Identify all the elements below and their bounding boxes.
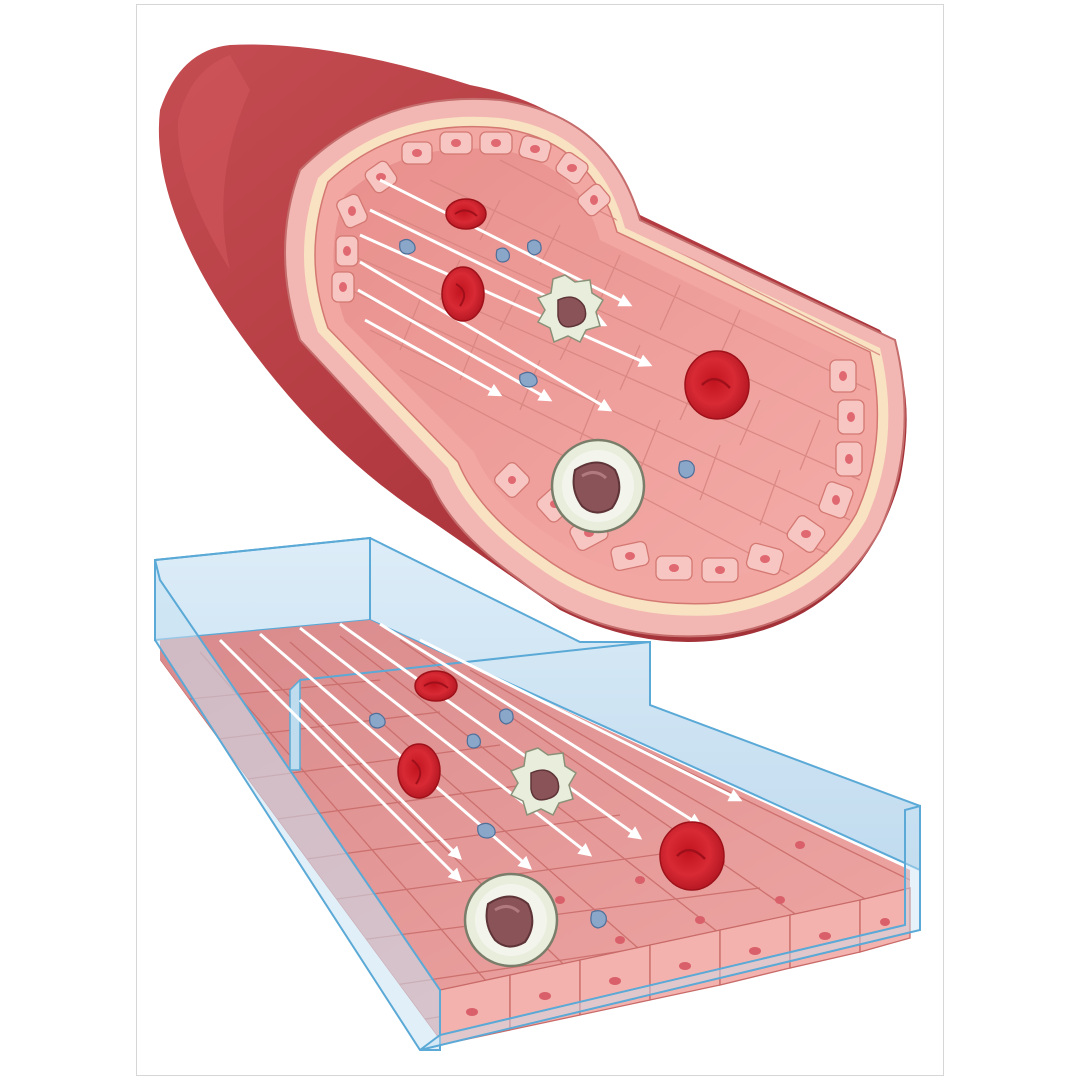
vessel-platelets [399, 238, 695, 479]
channel-red-blood-cell [414, 670, 458, 702]
channel-back-wall [154, 536, 921, 872]
microfluidic-channel [154, 536, 921, 1051]
vessel-red-blood-cell [684, 350, 750, 420]
channel-cell-nuclei [466, 841, 890, 1016]
vessel-red-blood-cell [445, 198, 487, 230]
channel-red-blood-cell [659, 821, 725, 891]
channel-left-wall [154, 559, 441, 1051]
channel-white-blood-cell-spiky [509, 747, 578, 817]
blood-vessel [158, 44, 907, 642]
channel-divider-wall [289, 678, 301, 771]
channel-platelets [369, 708, 607, 929]
channel-red-blood-cell [397, 743, 441, 799]
vessel-white-blood-cell-spiky [536, 274, 605, 344]
vessel-red-blood-cell [441, 266, 485, 322]
channel-white-blood-cell [463, 872, 559, 968]
vessel-white-blood-cell [550, 438, 646, 534]
channel-front-wall [419, 804, 921, 1051]
